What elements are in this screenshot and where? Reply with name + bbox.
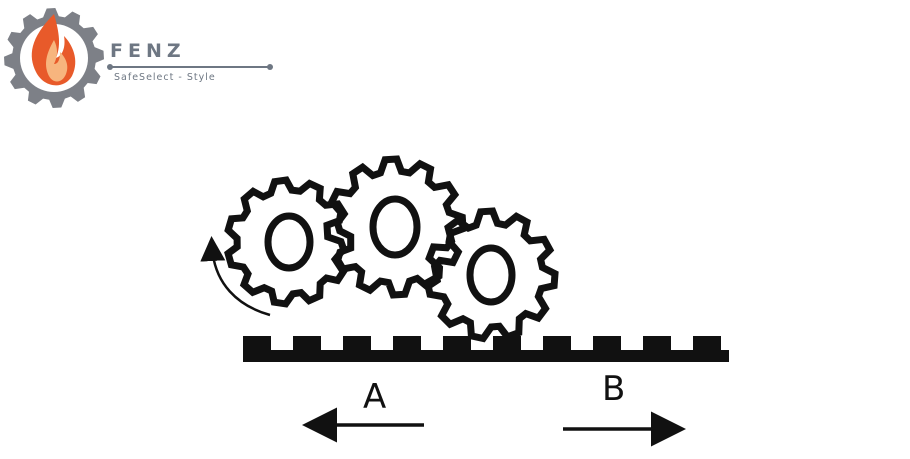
flame-icon <box>31 14 76 86</box>
brand-divider <box>107 64 273 70</box>
rotation-arrow-icon <box>200 236 271 317</box>
brand-tagline: SafeSelect - Style <box>114 72 216 83</box>
rack-tooth <box>693 336 721 352</box>
rack-tooth <box>443 336 471 352</box>
rack-tooth <box>543 336 571 352</box>
rack-tooth <box>593 336 621 352</box>
label-b: B <box>602 369 626 409</box>
rack-tooth <box>493 336 521 352</box>
brand-name: FENZ <box>110 40 186 62</box>
rack-tooth <box>643 336 671 352</box>
rack-tooth <box>243 336 271 352</box>
rack-tooth <box>293 336 321 352</box>
gear-right <box>423 207 559 343</box>
rack-tooth <box>343 336 371 352</box>
gear-rack <box>243 336 729 362</box>
label-a: A <box>363 377 387 417</box>
gear-left <box>224 176 355 308</box>
brand-logo <box>4 8 104 108</box>
rack-tooth <box>393 336 421 352</box>
gear-middle <box>323 155 467 299</box>
